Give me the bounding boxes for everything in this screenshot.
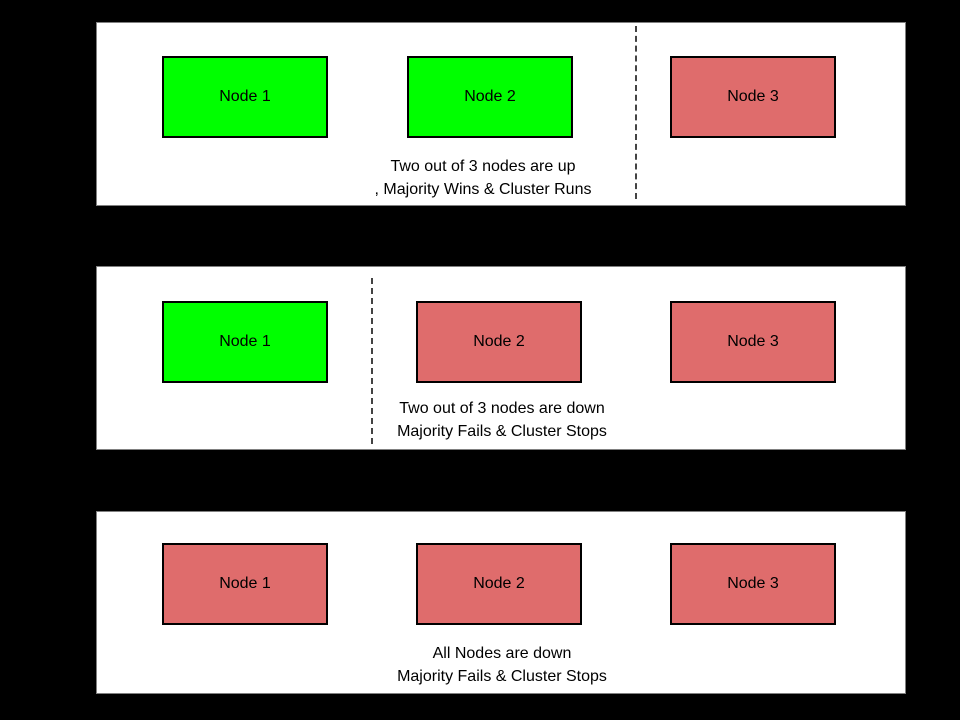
node-box-2: Node 2 [407,56,573,138]
node-box-3: Node 3 [670,301,836,383]
node-box-2: Node 2 [416,543,582,625]
caption-line-1: Two out of 3 nodes are up [390,158,576,175]
node-box-1: Node 1 [162,543,328,625]
node-label-1: Node 1 [219,333,271,350]
caption-line-2: , Majority Wins & Cluster Runs [374,181,592,198]
node-label-1: Node 1 [219,88,271,105]
panel-caption: Two out of 3 nodes are down Majority Fai… [377,397,627,443]
panel-caption: All Nodes are down Majority Fails & Clus… [377,642,627,688]
node-box-1: Node 1 [162,56,328,138]
panel-caption: Two out of 3 nodes are up , Majority Win… [359,155,607,201]
scenario-panel-all-nodes-down: Node 1 Node 2 Node 3 All Nodes are down … [96,511,906,694]
node-label-3: Node 3 [727,88,779,105]
scenario-panel-two-of-three-down: Node 1 Node 2 Node 3 Two out of 3 nodes … [96,266,906,450]
caption-line-2: Majority Fails & Cluster Stops [397,668,607,685]
quorum-divider-line [371,278,373,444]
node-label-2: Node 2 [464,88,516,105]
node-label-2: Node 2 [473,575,525,592]
node-box-2: Node 2 [416,301,582,383]
node-label-1: Node 1 [219,575,271,592]
caption-line-1: All Nodes are down [432,645,572,662]
caption-line-1: Two out of 3 nodes are down [399,400,605,417]
node-label-3: Node 3 [727,575,779,592]
node-label-2: Node 2 [473,333,525,350]
node-label-3: Node 3 [727,333,779,350]
node-box-3: Node 3 [670,56,836,138]
scenario-panel-two-of-three-up: Node 1 Node 2 Node 3 Two out of 3 nodes … [96,22,906,206]
node-box-1: Node 1 [162,301,328,383]
node-box-3: Node 3 [670,543,836,625]
caption-line-2: Majority Fails & Cluster Stops [397,423,607,440]
quorum-divider-line [635,26,637,199]
